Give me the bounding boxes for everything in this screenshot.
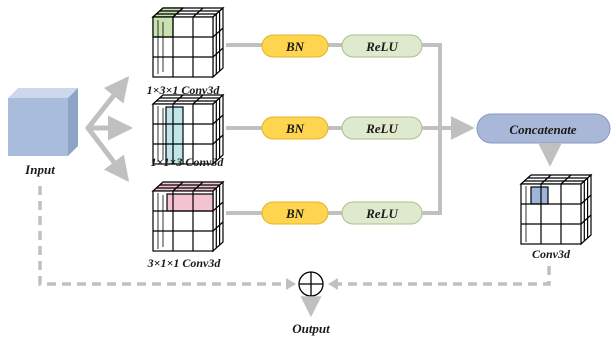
concatenate-label: Concatenate [509, 122, 576, 137]
conv-cube-3x1x1 [151, 180, 225, 253]
add-operator-icon [298, 271, 324, 297]
branch-connectors [226, 43, 342, 215]
bn-label-1: BN [285, 39, 305, 54]
residual-arrowhead-right [328, 278, 338, 290]
residual-arrowhead-left [286, 278, 296, 290]
bn-pill-2 [261, 116, 329, 140]
fanout-arrows [85, 76, 133, 182]
conv-cube-1x1x3 [151, 93, 225, 166]
bn-label-3: BN [285, 206, 305, 221]
merge-connectors [422, 43, 475, 215]
conv-label-1x1x3: 1×1×3 Conv3d [151, 155, 225, 169]
fusion-conv-label: Conv3d [532, 247, 571, 261]
input-cube [8, 88, 78, 156]
fusion-conv-cube [519, 173, 593, 246]
residual-paths [38, 186, 551, 286]
bn-pill-3 [261, 201, 329, 225]
relu-label-2: ReLU [365, 121, 398, 136]
bn-pill-1 [261, 34, 329, 58]
conv-label-1x3x1: 1×3×1 Conv3d [147, 83, 221, 97]
conv-label-3x1x1: 3×1×1 Conv3d [147, 256, 222, 270]
conv-cube-1x3x1 [151, 6, 225, 79]
input-label: Input [24, 162, 55, 177]
relu-label-3: ReLU [365, 206, 398, 221]
output-label: Output [292, 321, 330, 336]
relu-label-1: ReLU [365, 39, 398, 54]
bn-label-2: BN [285, 121, 305, 136]
